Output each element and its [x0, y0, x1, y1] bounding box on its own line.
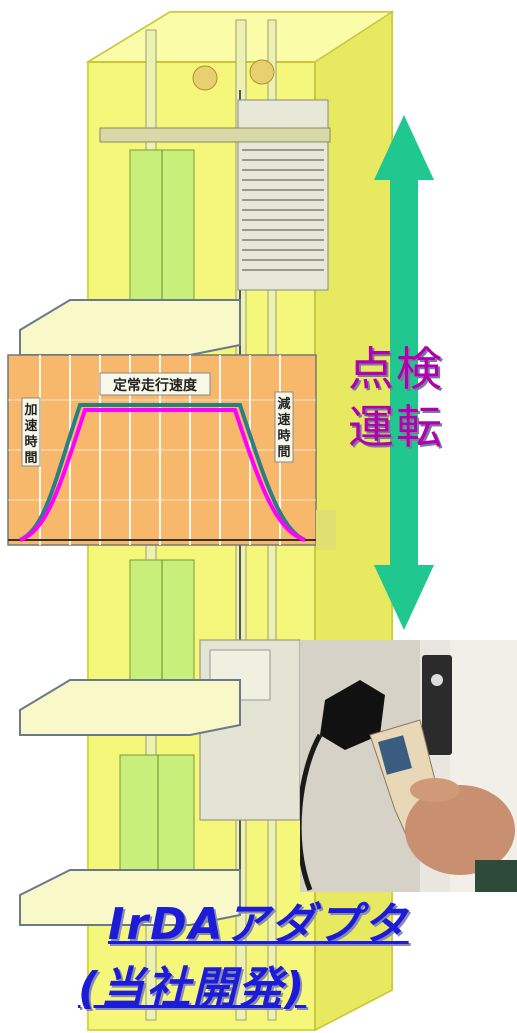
accel-text-char: 時	[24, 434, 37, 450]
accel-label-box	[21, 397, 41, 467]
inspection-operation-label: 点検 運転	[348, 340, 458, 456]
travel-arrow	[374, 115, 434, 630]
inspection-line-2: 運転	[348, 400, 444, 454]
irda-adapter-photo	[300, 640, 517, 892]
decel-text-char: 速	[277, 412, 290, 428]
accel-text-char: 加	[23, 403, 37, 418]
phone-screen	[378, 735, 412, 775]
decel-text-char: 時	[277, 428, 290, 444]
irda-adapter	[320, 680, 385, 750]
chart-title: 定常走行速度	[113, 377, 198, 394]
thumb	[410, 778, 460, 802]
adapter-cable	[300, 733, 323, 891]
steady-label-box	[99, 372, 211, 396]
speed-curve-magenta	[19, 408, 306, 542]
chart-separator	[316, 510, 336, 550]
accel-text-char: 速	[24, 418, 37, 434]
floor-bottom	[19, 754, 241, 926]
inspection-line-1: 点検	[348, 342, 444, 396]
sleeve	[475, 860, 517, 892]
adapter-subtitle: (当社開発)	[78, 963, 307, 1014]
floor-middle	[19, 559, 241, 736]
accel-text-char: 間	[24, 451, 37, 466]
adapter-title: IrDAアダプタ	[108, 899, 409, 950]
speed-curve-teal	[19, 403, 306, 542]
decel-text-char: 減	[277, 396, 290, 412]
floor-top	[19, 127, 331, 356]
decel-text-char: 間	[277, 445, 290, 460]
decel-label-box	[274, 391, 294, 463]
wall-panel	[422, 655, 452, 755]
panel-button-icon	[431, 674, 443, 686]
hand	[405, 785, 515, 875]
